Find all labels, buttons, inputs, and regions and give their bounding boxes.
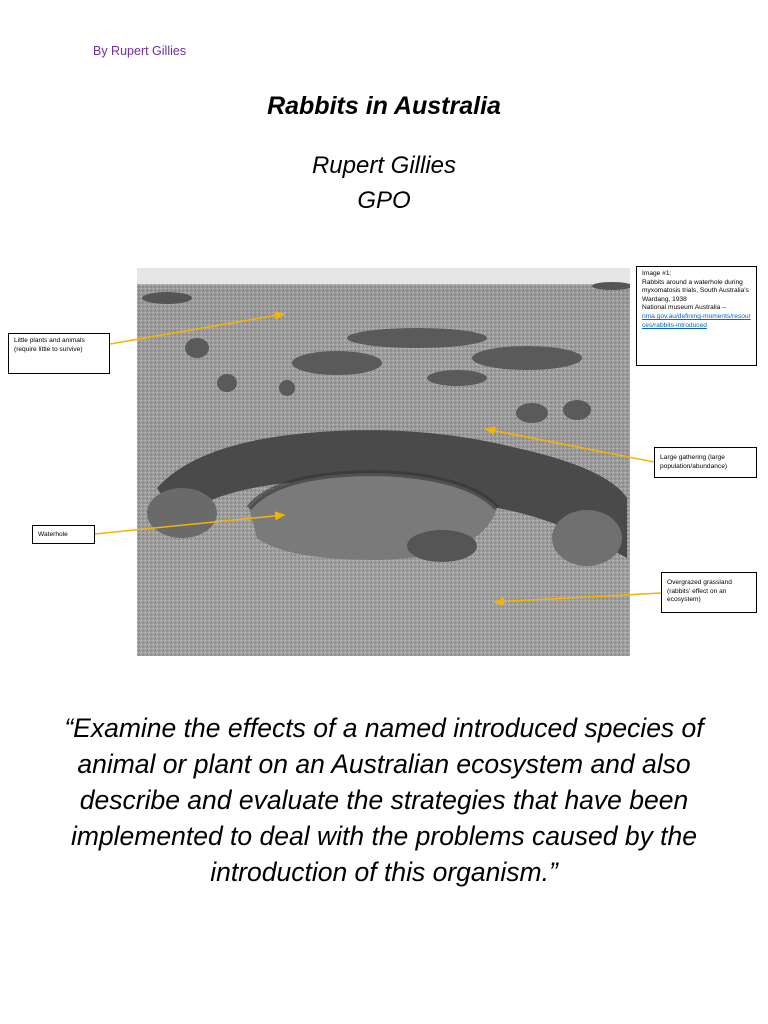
document-title: Rabbits in Australia xyxy=(267,92,501,120)
author-group: GPO xyxy=(357,187,411,214)
callout-waterhole-text: Waterhole xyxy=(38,531,68,538)
callout-waterhole: Waterhole xyxy=(32,525,95,544)
author-name: Rupert Gillies xyxy=(311,152,457,179)
callout-large-gathering-text: Large gathering (large population/abunda… xyxy=(660,454,728,470)
callout-little-plants-text: Little plants and animals (require littl… xyxy=(14,337,85,353)
byline: By Rupert Gillies xyxy=(93,44,187,58)
caption-line: Rabbits around a waterhole during myxoma… xyxy=(642,278,749,303)
essay-question: “Examine the effects of a named introduc… xyxy=(64,713,704,887)
caption-source-link[interactable]: nma.gov.au/defining-moments/resources/ra… xyxy=(642,312,751,329)
caption-source: National museum Australia – xyxy=(642,304,726,312)
callout-large-gathering: Large gathering (large population/abunda… xyxy=(654,447,757,478)
author-block: Rupert Gillies GPO xyxy=(0,148,768,218)
photo-illustration xyxy=(137,268,630,656)
rabbits-waterhole-photo xyxy=(137,268,630,656)
caption-label: Image #1: xyxy=(642,270,672,277)
image-caption-box: Image #1: Rabbits around a waterhole dur… xyxy=(636,266,757,366)
callout-overgrazed-text: Overgrazed grassland (rabbits' effect on… xyxy=(667,579,732,604)
callout-little-plants: Little plants and animals (require littl… xyxy=(8,333,110,374)
callout-overgrazed: Overgrazed grassland (rabbits' effect on… xyxy=(661,572,757,613)
